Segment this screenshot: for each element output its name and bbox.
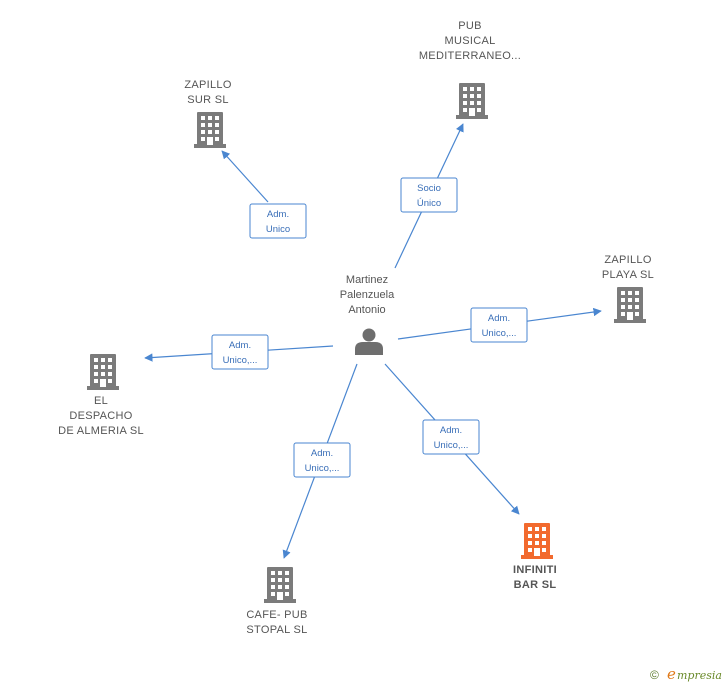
company-node-cafe-pub[interactable]: CAFE- PUB STOPAL SL — [246, 567, 307, 636]
company-label-line: ZAPILLO — [184, 79, 231, 91]
relation-label-line: Unico,... — [434, 440, 469, 451]
building-icon — [264, 567, 296, 603]
building-icon — [521, 523, 553, 559]
relation-label-line: Unico — [266, 224, 290, 235]
person-icon — [355, 328, 383, 355]
company-label-line: PUB — [458, 20, 482, 32]
company-node-el-despacho[interactable]: EL DESPACHO DE ALMERIA SL — [58, 354, 144, 437]
relation-label-box[interactable]: Adm. Unico,... — [293, 442, 351, 478]
person-label-line: Palenzuela — [340, 289, 395, 301]
company-label-line: CAFE- PUB — [246, 609, 307, 621]
relation-label-line: Unico,... — [482, 328, 517, 339]
company-node-zapillo-sur[interactable]: ZAPILLO SUR SL — [184, 79, 232, 148]
company-node-zapillo-playa[interactable]: ZAPILLO PLAYA SL — [602, 254, 654, 323]
company-label-line: PLAYA SL — [602, 269, 654, 281]
company-label-line: SUR SL — [187, 94, 229, 106]
copyright-symbol: © — [650, 668, 659, 682]
edge-zapillo-playa: Adm. Unico,... — [397, 307, 602, 343]
company-node-infiniti-bar[interactable]: INFINITI BAR SL — [513, 523, 557, 591]
edge-el-despacho: Adm. Unico,... — [144, 334, 334, 370]
company-label-line: ZAPILLO — [604, 254, 651, 266]
relation-label-line: Adm. — [229, 340, 251, 351]
building-icon — [456, 83, 488, 119]
edge-infiniti-bar: Adm. Unico,... — [384, 363, 520, 515]
company-label-line: MEDITERRANEO... — [419, 50, 521, 62]
empresia-logo: © e mpresia — [650, 665, 722, 683]
person-label-line: Martinez — [346, 274, 388, 286]
edge-cafe-pub: Adm. Unico,... — [282, 363, 358, 559]
brand-initial: e — [667, 665, 676, 683]
relation-label-line: Unico,... — [223, 355, 258, 366]
relation-label-line: Único — [417, 198, 441, 209]
relation-label-line: Socio — [417, 183, 441, 194]
company-label-line: INFINITI — [513, 564, 557, 576]
brand-name: mpresia — [677, 669, 722, 682]
relation-label-box[interactable]: Adm. Unico,... — [211, 334, 269, 370]
edge-arrow — [221, 150, 269, 203]
company-label-line: STOPAL SL — [246, 624, 307, 636]
company-label-line: EL — [94, 395, 108, 407]
relation-label-box[interactable]: Adm. Unico,... — [422, 419, 480, 455]
relation-label-line: Adm. — [488, 313, 510, 324]
building-icon — [87, 354, 119, 390]
relation-label-line: Unico,... — [305, 463, 340, 474]
company-label-line: DE ALMERIA SL — [58, 425, 144, 437]
relation-label-box[interactable]: Adm. Unico,... — [470, 307, 528, 343]
building-icon — [194, 112, 226, 148]
company-label-line: DESPACHO — [69, 410, 132, 422]
company-label-line: BAR SL — [514, 579, 557, 591]
building-icon — [614, 287, 646, 323]
person-label-line: Antonio — [348, 304, 385, 316]
relation-label-line: Adm. — [440, 425, 462, 436]
relation-label-line: Adm. — [267, 209, 289, 220]
relation-label-box[interactable]: Adm. Unico — [249, 203, 307, 239]
company-node-pub-musical[interactable]: PUB MUSICAL MEDITERRANEO... — [419, 20, 521, 119]
edge-zapillo-sur: Adm. Unico — [221, 150, 307, 239]
company-label-line: MUSICAL — [445, 35, 496, 47]
relation-label-line: Adm. — [311, 448, 333, 459]
